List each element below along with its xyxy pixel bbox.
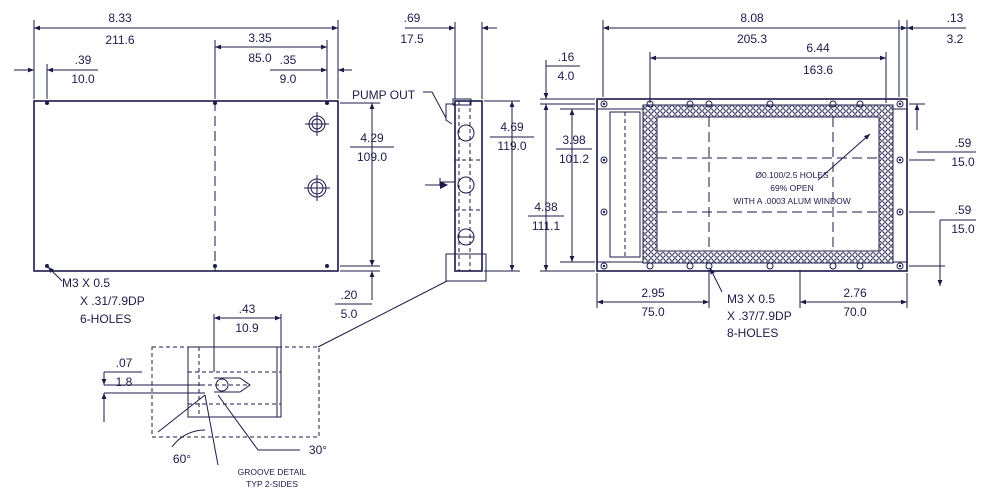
dim-right-height-in: 4.38 xyxy=(534,200,558,214)
dim-groove-width-mm: 10.9 xyxy=(235,321,259,335)
window-note-line3: WITH A .0003 ALUM WINDOW xyxy=(733,196,851,206)
dim-bottom-offset-in: .20 xyxy=(341,288,358,302)
angle-right-label: 30° xyxy=(309,443,327,457)
side-view: .69 17.5 PUMP OUT 4.69 119.0 xyxy=(317,11,534,348)
side-fitting-middle xyxy=(457,176,475,194)
dim-side-height-in: 4.69 xyxy=(500,120,524,134)
mount-hole xyxy=(45,101,49,105)
dim-hole-left-in: 2.95 xyxy=(641,286,665,300)
window-note-line1: Ø0.100/2.5 HOLES xyxy=(755,170,829,180)
dim-window-height-in: 3.98 xyxy=(562,133,586,147)
dim-window-height-mm: 101.2 xyxy=(559,152,589,166)
window-opening xyxy=(656,116,880,252)
mount-hole xyxy=(325,101,329,105)
dim-hole-right-top-mm: 15.0 xyxy=(951,155,975,169)
right-hole-note-line1: M3 X 0.5 xyxy=(727,292,775,306)
dim-right-top-offset-in: .16 xyxy=(558,50,575,64)
dim-hole-right-bottom-mm: 15.0 xyxy=(951,222,975,236)
dim-side-height-mm: 119.0 xyxy=(497,139,526,153)
detail-title-line2: TYP 2-SIDES xyxy=(246,479,298,489)
dim-groove-width-in: .43 xyxy=(239,302,256,316)
dim-window-width-in: 6.44 xyxy=(806,41,830,55)
dim-depth-mm: 17.5 xyxy=(400,32,424,46)
dim-height-holes-in: 4.29 xyxy=(360,131,384,145)
dim-hole-span-in: 3.35 xyxy=(248,31,272,45)
dim-right-height-mm: 111.1 xyxy=(532,219,561,233)
angle-left-label: 60° xyxy=(173,452,191,466)
side-fitting-top xyxy=(457,124,475,142)
dim-edge-offset-mm: 10.0 xyxy=(71,72,95,86)
left-hole-note-line1: M3 X 0.5 xyxy=(62,276,110,290)
dim-window-width-mm: 163.6 xyxy=(803,63,833,77)
dim-hole-left-mm: 75.0 xyxy=(641,305,665,319)
port-fitting-middle xyxy=(304,175,330,201)
groove-detail: .43 10.9 .07 1.8 60° 30° GROOVE DETAIL T… xyxy=(101,302,327,489)
dim-hole-span-mm: 85.0 xyxy=(248,51,272,65)
mount-hole xyxy=(213,101,217,105)
dim-bottom-offset-mm: 5.0 xyxy=(341,307,358,321)
dim-right-edge-mm: 3.2 xyxy=(947,32,964,46)
pump-out-label: PUMP OUT xyxy=(352,88,416,102)
left-hole-note-line3: 6-HOLES xyxy=(80,312,131,326)
dim-height-holes-mm: 109.0 xyxy=(357,150,387,164)
dim-right-edge-in: .13 xyxy=(947,11,964,25)
dim-port-offset-mm: 9.0 xyxy=(280,72,297,86)
left-view: 8.33 211.6 .39 10.0 3.35 85.0 .35 9.0 4.… xyxy=(14,11,394,326)
left-housing-outline xyxy=(33,100,339,272)
dim-hole-right-in: 2.76 xyxy=(843,286,867,300)
port-fitting-top xyxy=(305,112,329,136)
dim-port-offset-in: .35 xyxy=(280,53,297,67)
dim-hole-right-top-in: .59 xyxy=(955,136,972,150)
dim-width-in: 8.33 xyxy=(108,11,132,25)
right-mount-holes xyxy=(600,100,904,270)
window-note-line2: 69% OPEN xyxy=(770,183,813,193)
pump-out-nozzle xyxy=(445,103,455,125)
dim-groove-depth-mm: 1.8 xyxy=(116,375,133,389)
right-hole-note-line2: X .37/7.9DP xyxy=(727,309,792,323)
right-hole-note-line3: 8-HOLES xyxy=(727,326,778,340)
right-view: Ø0.100/2.5 HOLES 69% OPEN WITH A .0003 A… xyxy=(528,11,976,340)
dim-hole-right-mm: 70.0 xyxy=(843,305,867,319)
detail-reference-box xyxy=(445,253,487,282)
mount-hole xyxy=(213,264,217,268)
detail-frame xyxy=(151,346,320,438)
side-housing-outline xyxy=(454,100,483,272)
dim-edge-offset-in: .39 xyxy=(75,53,92,67)
left-hole-note-line2: X .31/7.9DP xyxy=(80,294,145,308)
detail-body xyxy=(187,346,282,418)
right-housing-outline xyxy=(596,98,908,272)
groove-profile xyxy=(214,377,251,393)
dim-right-top-offset-mm: 4.0 xyxy=(558,69,575,83)
detail-title-line1: GROOVE DETAIL xyxy=(238,467,307,477)
dim-right-width-mm: 205.3 xyxy=(737,32,767,46)
dim-groove-depth-in: .07 xyxy=(116,356,133,370)
mount-hole xyxy=(325,264,329,268)
dim-width-mm: 211.6 xyxy=(105,33,134,47)
dim-hole-right-bottom-in: .59 xyxy=(955,203,972,217)
dim-right-width-in: 8.08 xyxy=(740,11,764,25)
dim-depth-in: .69 xyxy=(404,11,421,25)
